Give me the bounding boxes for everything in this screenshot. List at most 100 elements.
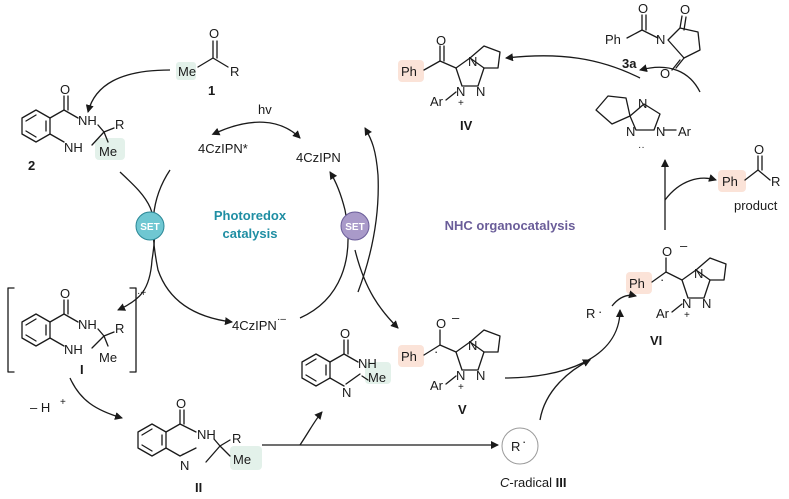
carb-ar: Ar [678, 124, 692, 139]
cat-ground: 4CzIPN [296, 150, 341, 165]
photoredox-label-2: catalysis [223, 226, 278, 241]
V-ph: Ph [401, 349, 417, 364]
me-highlight-byproduct [365, 362, 391, 384]
III-label-text: -radical [509, 475, 555, 490]
minus-h-label: – H + [30, 397, 66, 415]
arrow-V-to-VI [504, 309, 624, 379]
carb-n-left: N [626, 124, 635, 139]
V-dot: · [434, 344, 438, 359]
VI-plus: + [684, 310, 690, 321]
product-r: R [771, 174, 780, 189]
label-1: 1 [208, 83, 215, 98]
label-2: 2 [28, 158, 35, 173]
ph-highlight-IV [398, 60, 424, 82]
me-highlight-2 [95, 138, 125, 160]
carb-lone-pair: ·· [638, 142, 645, 153]
arrow-set-to-V [354, 249, 399, 329]
hv-arrow [211, 121, 301, 139]
VI-n-left: N [682, 296, 691, 311]
arrow-radical-coupling [611, 290, 637, 307]
ph-highlight-V [398, 345, 424, 367]
byp-n: N [342, 385, 351, 400]
product-ph: Ph [722, 174, 738, 189]
byp-o: O [340, 326, 350, 341]
set-text-1: SET [140, 222, 159, 233]
I-o: O [60, 286, 70, 301]
VI-r-dot: · [598, 304, 602, 319]
nhc-label: NHC organocatalysis [445, 218, 576, 233]
I-me: Me [99, 350, 117, 365]
ketyl-radical-V: Ph O – · N N N + Ar V [398, 310, 501, 417]
bracket-left [7, 287, 15, 373]
radical-cation-I: ·+ O NH NH R Me I [7, 286, 146, 377]
IV-ph: Ph [401, 64, 417, 79]
arrow-1-to-2 [85, 69, 171, 113]
bracket-right [129, 287, 137, 373]
acyl-azolium-IV: Ph O N N N + Ar IV [398, 33, 501, 133]
set-badge-photoredox [135, 211, 165, 241]
3a-n: N [656, 32, 665, 47]
me-highlight-II [230, 446, 262, 470]
radical-circle [501, 427, 539, 465]
adduct-VI: Ph O – · N N N + Ar VI R · [586, 238, 727, 348]
V-ar: Ar [430, 378, 444, 393]
V-n-right: N [476, 368, 485, 383]
III-label-c: C [500, 475, 510, 490]
arrow-to-product [664, 174, 717, 201]
arrow-nhc-cycle-left [357, 127, 379, 293]
III-label-num: III [556, 475, 567, 490]
ketone-me: Me [178, 64, 196, 79]
arrow-3a-to-IV [505, 53, 641, 79]
cat-excited: 4CzIPN* [198, 141, 248, 156]
V-n-top: N [468, 338, 477, 353]
label-3a: 3a [622, 56, 637, 71]
II-r: R [232, 431, 241, 446]
III-dot: · [522, 434, 526, 449]
II-me: Me [233, 452, 251, 467]
c2-o: O [60, 82, 70, 97]
3a-o-top: O [680, 2, 690, 17]
ketone-1: Me O R 1 [176, 26, 239, 98]
VI-dot: · [660, 272, 664, 287]
cat-reduced-charge: ·– [277, 314, 286, 325]
me-highlight [176, 62, 196, 80]
amino-radical-II: O NH N · R Me II [137, 396, 262, 495]
III-r: R [511, 439, 520, 454]
arrow-byproduct [299, 411, 323, 446]
IV-n-top: N [468, 54, 477, 69]
IV-n-right: N [476, 84, 485, 99]
label-I: I [80, 362, 84, 377]
VI-n-top: N [694, 266, 703, 281]
IV-ar: Ar [430, 94, 444, 109]
ketone-o: O [209, 26, 219, 41]
carb-n-top: N [638, 96, 647, 111]
IV-plus: + [458, 98, 464, 109]
II-radical-dot: · [181, 446, 185, 461]
product: Ph O R product [718, 142, 780, 213]
ketone-r: R [230, 64, 239, 79]
arrow-carbene-to-IV [639, 64, 701, 93]
arrow-III-to-VI [539, 359, 591, 421]
arrow-cat-reduction [152, 169, 233, 326]
hv-label: hv [258, 102, 272, 117]
I-nh-top: NH [78, 317, 97, 332]
c2-r: R [115, 117, 124, 132]
V-minus: – [452, 310, 460, 325]
VI-r: R [586, 306, 595, 321]
c2-nh-top: NH [78, 113, 97, 128]
VI-n-right: N [702, 296, 711, 311]
carb-n-right: N [656, 124, 665, 139]
3a-o-bottom: O [660, 66, 670, 81]
label-IV: IV [460, 118, 473, 133]
V-o: O [436, 316, 446, 331]
product-o: O [754, 142, 764, 157]
V-plus: + [458, 382, 464, 393]
II-o: O [176, 396, 186, 411]
arrow-cat-regeneration [299, 171, 349, 319]
II-n: N [180, 458, 189, 473]
VI-ph: Ph [629, 276, 645, 291]
set-text-2: SET [345, 222, 364, 233]
label-VI: VI [650, 333, 662, 348]
byp-me: Me [368, 370, 386, 385]
nhc-carbene: N N N ·· Ar [595, 95, 692, 153]
